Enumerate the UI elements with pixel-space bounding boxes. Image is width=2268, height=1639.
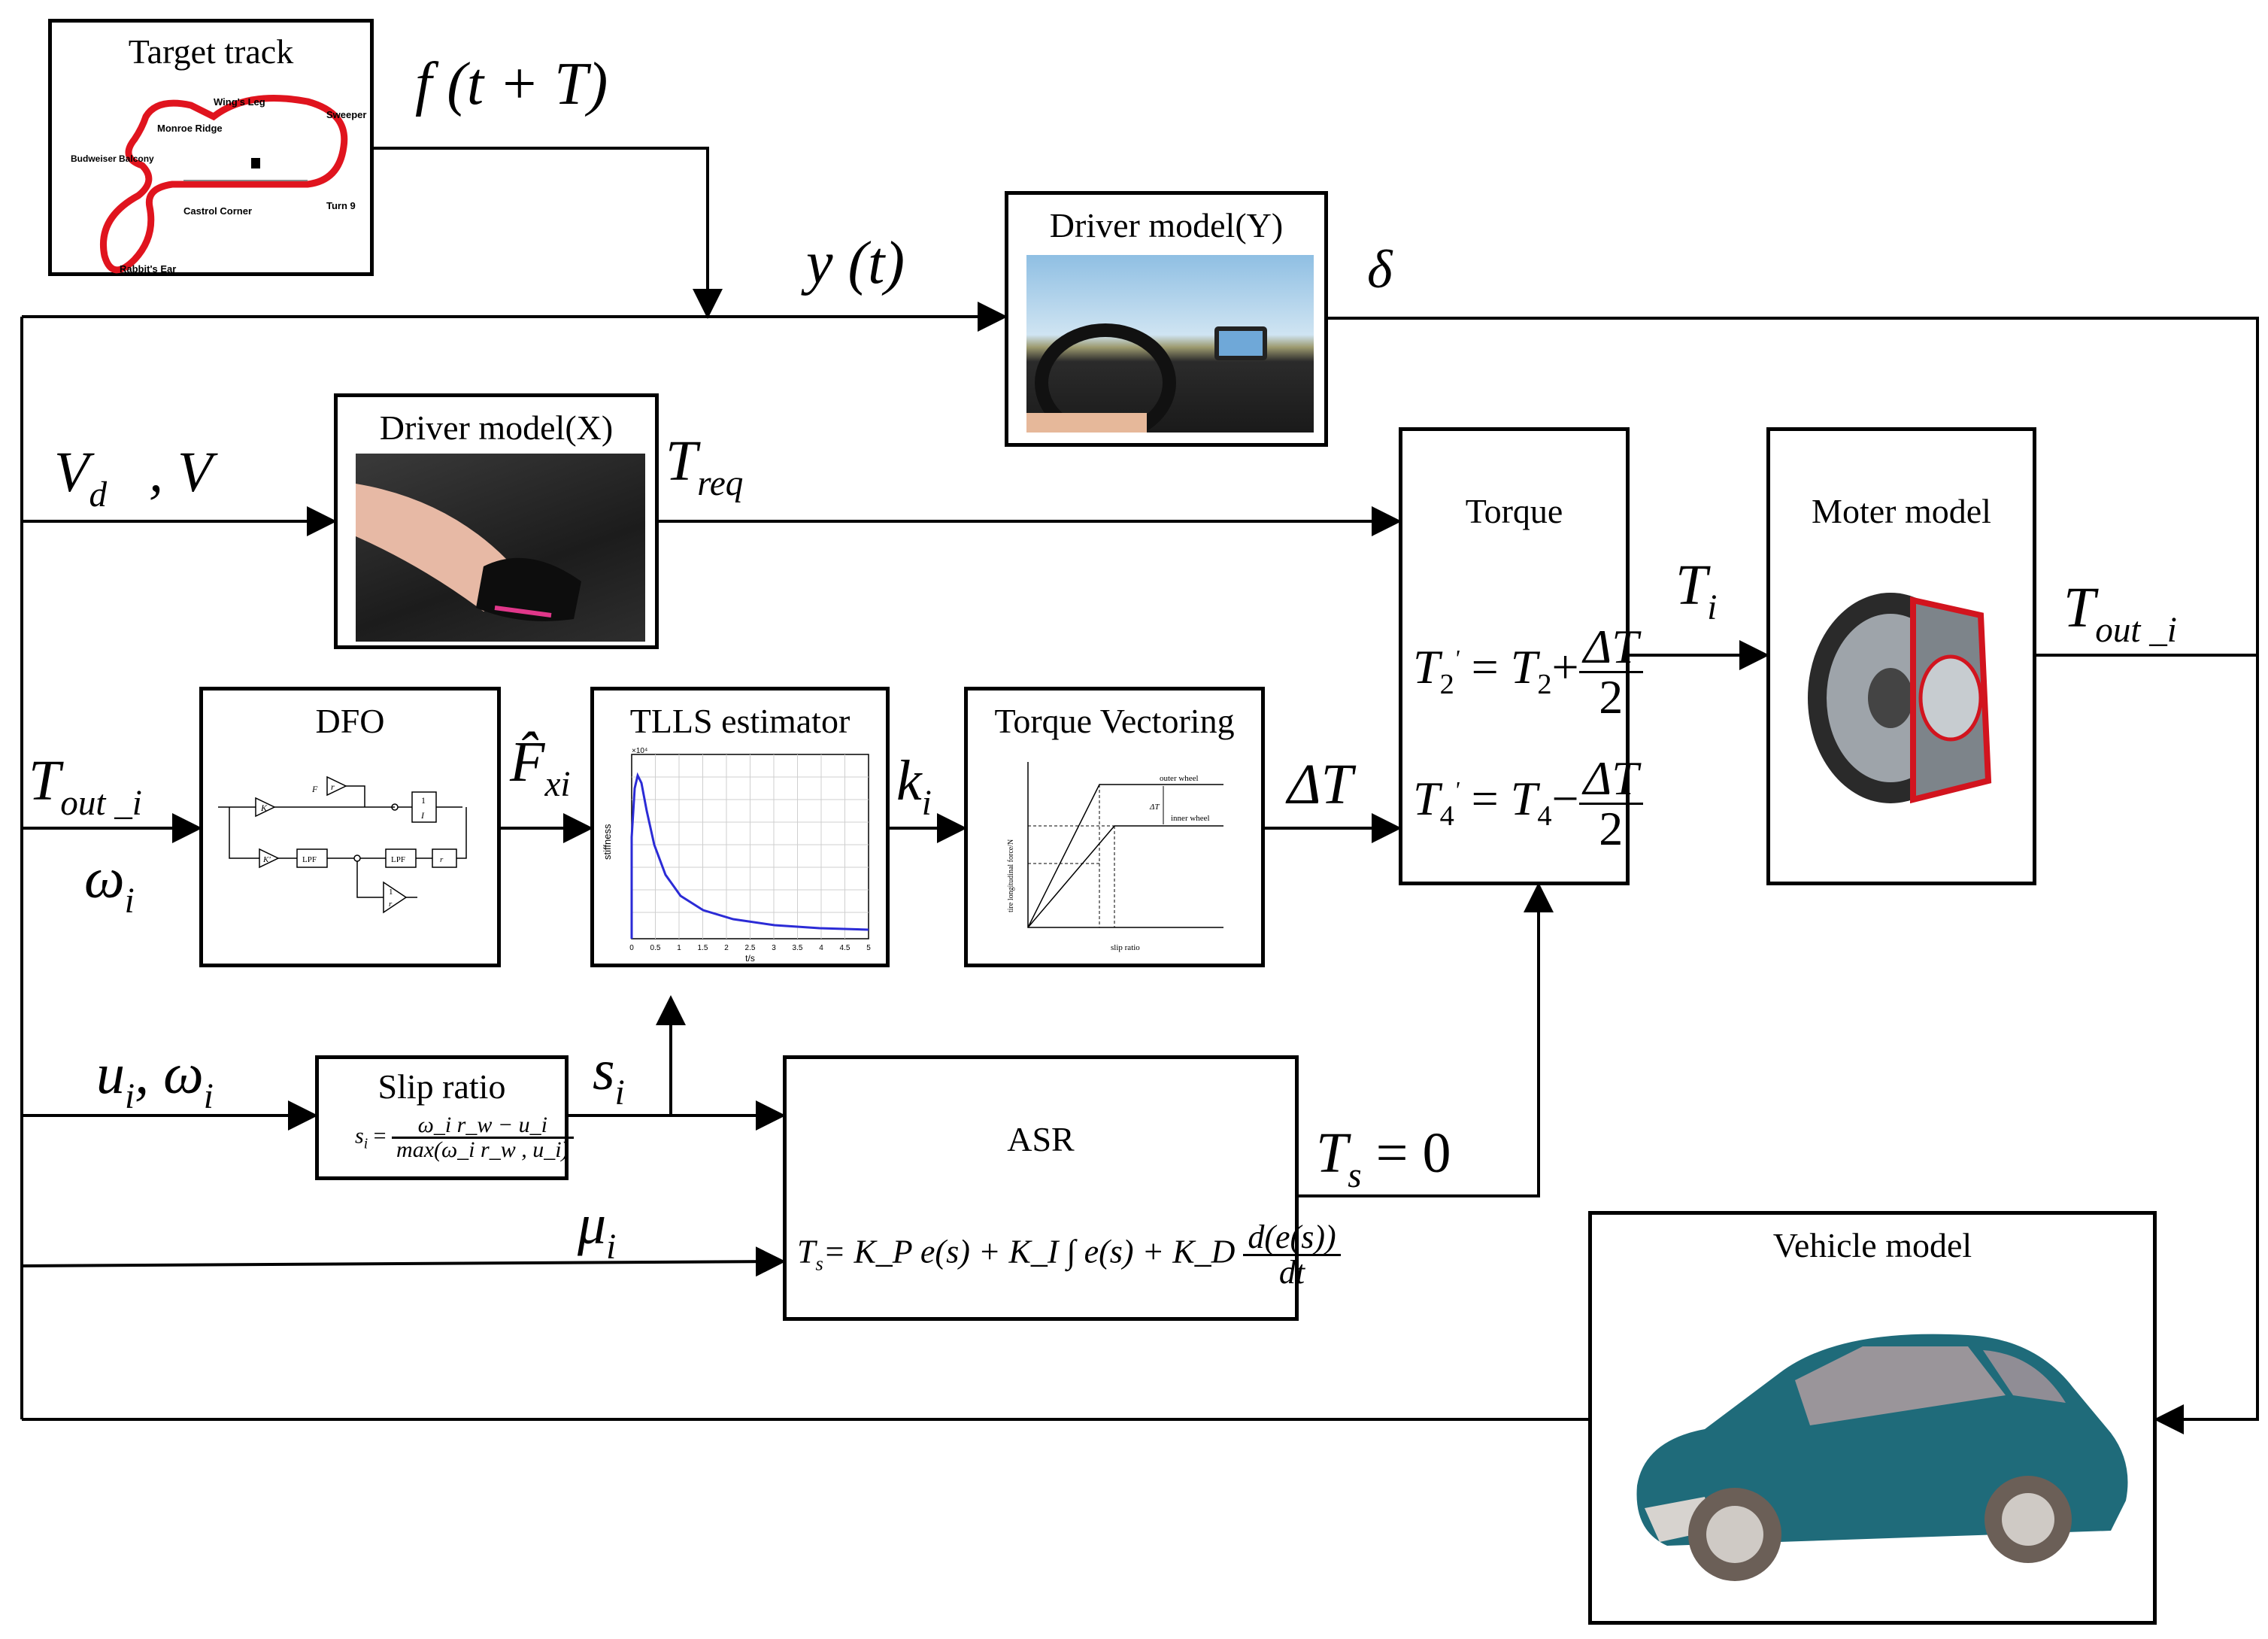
tlls-xtick-9: 4.5 xyxy=(840,944,850,952)
tlls-xtick-4: 2 xyxy=(724,944,729,952)
signal-si: si xyxy=(593,1039,625,1112)
vehicle-model-title: Vehicle model xyxy=(1772,1226,1972,1264)
dfo-label-0: K xyxy=(260,803,268,813)
driver-model-y-block: Driver model(Y) xyxy=(1005,191,1328,447)
tlls-xtick-0: 0 xyxy=(629,944,634,952)
dfo-title: DFO xyxy=(315,702,385,740)
tv-outer-label: outer wheel xyxy=(1160,774,1199,783)
motor-model-title: Moter model xyxy=(1812,492,1991,530)
asr-formula: Ts= K_P e(s) + K_I ∫ e(s) + K_D d(e(s))d… xyxy=(797,1221,1341,1289)
wire-mu xyxy=(21,1246,786,1277)
torque-vectoring-graph: outer wheel inner wheel ΔT slip ratio ti… xyxy=(1007,762,1223,952)
dfo-label-5: LPF xyxy=(302,855,317,864)
track-outline xyxy=(100,95,348,274)
wire-ftT xyxy=(374,147,723,319)
driver-steering-image xyxy=(1026,255,1314,433)
torque-title: Torque xyxy=(1465,492,1563,530)
signal-y-t: y (t) xyxy=(806,230,905,296)
signal-fxi: F̂xi xyxy=(510,730,571,804)
asr-title: ASR xyxy=(1007,1120,1075,1158)
map-label-monroe: Monroe Ridge xyxy=(157,123,223,134)
tlls-xtick-8: 4 xyxy=(819,944,823,952)
target-track-title: Target track xyxy=(128,32,294,71)
signal-delta: δ xyxy=(1367,239,1393,299)
dfo-label-1: F xyxy=(311,784,318,794)
dfo-label-2: r xyxy=(331,782,335,792)
map-label-wings-leg: Wing's Leg xyxy=(214,96,265,108)
tv-xlabel: slip ratio xyxy=(1111,943,1140,952)
wire-delta xyxy=(1328,317,2259,1434)
driver-pedal-image xyxy=(356,454,645,642)
tlls-stiffness-plot: ×10⁴ stiffness 0 0.5 1 1.5 2 2.5 3 3.5 4… xyxy=(602,747,871,964)
tlls-xtick-6: 3 xyxy=(772,944,776,952)
tv-delta-label: ΔT xyxy=(1149,803,1160,812)
dfo-block-diagram: K F r 1 I LPF K' LPF r 1 r xyxy=(218,775,467,914)
driver-model-x-block: Driver model(X) xyxy=(334,393,659,649)
target-track-block: Target track Wing's Leg Sweeper Monroe R… xyxy=(48,19,374,276)
tlls-xtick-2: 1 xyxy=(677,944,681,952)
tv-ylabel: tire longitudinal force/N xyxy=(1007,839,1015,912)
tlls-xtick-5: 2.5 xyxy=(745,944,756,952)
driver-model-y-title: Driver model(Y) xyxy=(1049,206,1284,244)
signal-ti: Ti xyxy=(1675,554,1718,627)
signal-tout-right: Tout _i xyxy=(2063,576,2177,650)
tlls-xtick-3: 1.5 xyxy=(698,944,708,952)
map-label-turn9: Turn 9 xyxy=(326,200,356,211)
vehicle-model-block: Vehicle model xyxy=(1588,1211,2157,1625)
vehicle-car-image xyxy=(1636,1334,2128,1581)
dfo-label-7: LPF xyxy=(391,855,405,864)
driver-model-x-title: Driver model(X) xyxy=(379,408,614,447)
tlls-xlabel: t/s xyxy=(745,953,755,964)
dfo-label-3: 1 xyxy=(421,795,426,806)
tlls-xtick-7: 3.5 xyxy=(793,944,803,952)
signal-mui: μi xyxy=(578,1193,617,1267)
signal-vd: Vd xyxy=(54,441,107,514)
slip-ratio-title: Slip ratio xyxy=(377,1067,506,1106)
tlls-xtick-10: 5 xyxy=(866,944,871,952)
in-wheel-motor-image xyxy=(1808,593,1992,804)
dfo-label-4: I xyxy=(420,810,425,821)
wire-ts xyxy=(1299,882,1554,1197)
signal-omega-left: ωi xyxy=(84,847,135,921)
torque-vectoring-title: Torque Vectoring xyxy=(994,702,1235,740)
motor-model-block: Moter model xyxy=(1766,427,2036,885)
signal-ts-zero: Ts = 0 xyxy=(1316,1122,1451,1195)
tv-inner-label: inner wheel xyxy=(1171,814,1210,823)
dfo-block: DFO K F r 1 I LPF K' LPF xyxy=(199,687,501,967)
dfo-label-10: r xyxy=(389,900,393,909)
signal-treq: Treq xyxy=(666,429,744,503)
tlls-estimator-block: TLLS estimator ×10⁴ stiffness 0 0.5 1 1.… xyxy=(590,687,890,967)
asr-block: ASR Ts= K_P e(s) + K_I ∫ e(s) + K_D d(e(… xyxy=(783,1055,1341,1321)
dfo-label-6: K' xyxy=(262,855,271,864)
signal-v: , V xyxy=(149,441,213,504)
tlls-yexp: ×10⁴ xyxy=(632,747,647,755)
tlls-ylabel: stiffness xyxy=(602,824,613,860)
tlls-xtick-1: 0.5 xyxy=(650,944,661,952)
signal-ui-omegai: ui, ωi xyxy=(96,1043,214,1116)
torque-vectoring-block: Torque Vectoring outer wheel inner wheel… xyxy=(964,687,1265,967)
signal-f-t-T: f (t + T) xyxy=(415,51,608,117)
map-label-budweiser: Budweiser Balcony xyxy=(71,153,154,164)
signal-deltaT: ΔT xyxy=(1287,753,1353,816)
dfo-label-9: 1 xyxy=(389,888,393,897)
map-label-castrol: Castrol Corner xyxy=(183,205,252,217)
map-label-rabbits-ear: Rabbit's Ear xyxy=(120,263,176,275)
signal-ki: ki xyxy=(896,749,932,823)
dfo-label-8: r xyxy=(440,855,444,864)
tlls-title: TLLS estimator xyxy=(629,702,850,740)
signal-tout-left: Tout _i xyxy=(29,749,142,823)
track-map: Wing's Leg Sweeper Monroe Ridge Budweise… xyxy=(71,95,366,275)
tlls-curve xyxy=(630,772,869,939)
map-label-sweeper: Sweeper xyxy=(326,109,366,120)
